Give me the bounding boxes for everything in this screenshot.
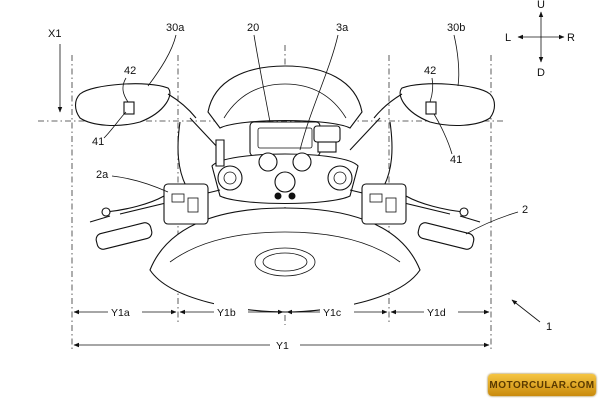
watermark-text: MOTORCULAR.COM [489,379,595,391]
right-mirror [373,83,496,127]
x1-indicator: X1 [48,28,63,113]
left-mirror [74,83,197,127]
label-41-right: 41 [450,154,462,166]
label-30b: 30b [447,22,465,34]
direction-compass: U D L R [505,0,575,79]
label-x1: X1 [48,28,61,40]
label-2a: 2a [96,169,109,181]
dim-y1a: Y1a [111,307,130,319]
compass-left: L [505,32,511,44]
label-20: 20 [247,22,259,34]
label-1: 1 [546,321,552,333]
part-labels: 30a 20 3a 30b 42 42 41 41 2a 2 1 [92,22,552,333]
dim-y1b: Y1b [217,307,236,319]
compass-down: D [537,67,545,79]
dim-y1c: Y1c [323,307,341,319]
label-30a: 30a [166,22,185,34]
compass-right: R [567,32,575,44]
dim-y1: Y1 [276,340,289,352]
compass-up: U [537,0,545,11]
label-2: 2 [522,204,528,216]
label-3a: 3a [336,22,349,34]
dimension-lines: Y1a Y1b Y1c Y1d Y1 [73,303,490,353]
watermark-logo: MOTORCULAR.COM [488,374,596,396]
dim-y1d: Y1d [427,307,446,319]
label-42-left: 42 [124,65,136,77]
label-42-right: 42 [424,65,436,77]
motorcycle-front-view [89,65,481,313]
label-41-left: 41 [92,136,104,148]
